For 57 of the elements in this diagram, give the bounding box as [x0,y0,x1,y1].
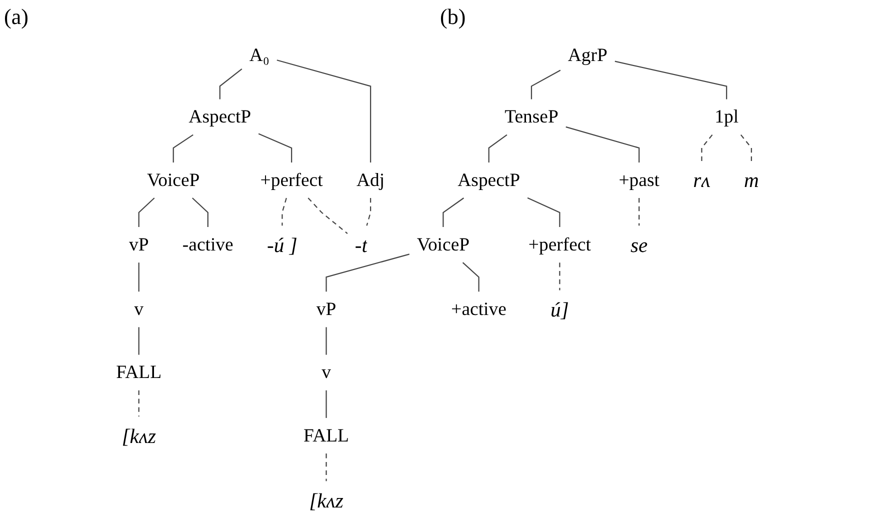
node-text: vP [316,299,336,320]
node-text: vP [128,234,149,256]
node-text: TenseP [504,106,558,128]
node-text: FALL [304,425,349,446]
connector [138,327,140,355]
node-text: -t [354,233,368,257]
node-text: rʌ [693,168,710,192]
node-text: +active [451,299,506,320]
connector [566,126,640,162]
node-text: Adj [356,170,385,191]
node-text: ú] [550,298,569,322]
connector [559,262,560,290]
connector [488,134,508,162]
node-text: 1pl [714,106,739,128]
node-text: VoiceP [416,234,470,256]
connector [308,198,348,234]
connector [326,254,410,292]
connector [192,198,208,228]
node-text: -ú ] [267,233,298,257]
node-text: +past [618,170,660,191]
node-text: +perfect [528,234,591,256]
connector [462,262,480,292]
connector [138,390,140,417]
connector [614,60,728,100]
node-text: VoiceP [147,170,200,191]
node-text: se [630,233,648,257]
node-text: FALL [116,362,162,383]
connector [172,134,194,162]
connector [740,134,752,162]
node-text: -active [182,234,234,256]
connector [219,68,242,100]
node-text: v [322,362,331,383]
connector [326,454,327,482]
connector [138,262,140,292]
connector [366,198,372,226]
connector [282,198,287,226]
panel-label: (b) [440,4,466,30]
node-text: [kʌz [309,488,344,512]
connector [326,327,327,355]
node-text: AgrP [568,44,608,66]
node-text: AspectP [458,170,520,191]
node-text: v [134,299,144,320]
connector [326,390,327,418]
node-text: A₀ [249,44,270,66]
connector [638,198,640,226]
connector [527,197,560,228]
connector [442,198,464,228]
node-text: [kʌz [122,424,156,448]
connector [701,134,713,162]
node-text: AspectP [188,106,252,128]
connector [138,198,155,228]
connector [276,60,372,162]
node-text: m [744,168,759,192]
node-text: +perfect [260,170,323,191]
panel-label: (a) [4,4,28,30]
connector [258,133,292,162]
connector [530,70,561,100]
